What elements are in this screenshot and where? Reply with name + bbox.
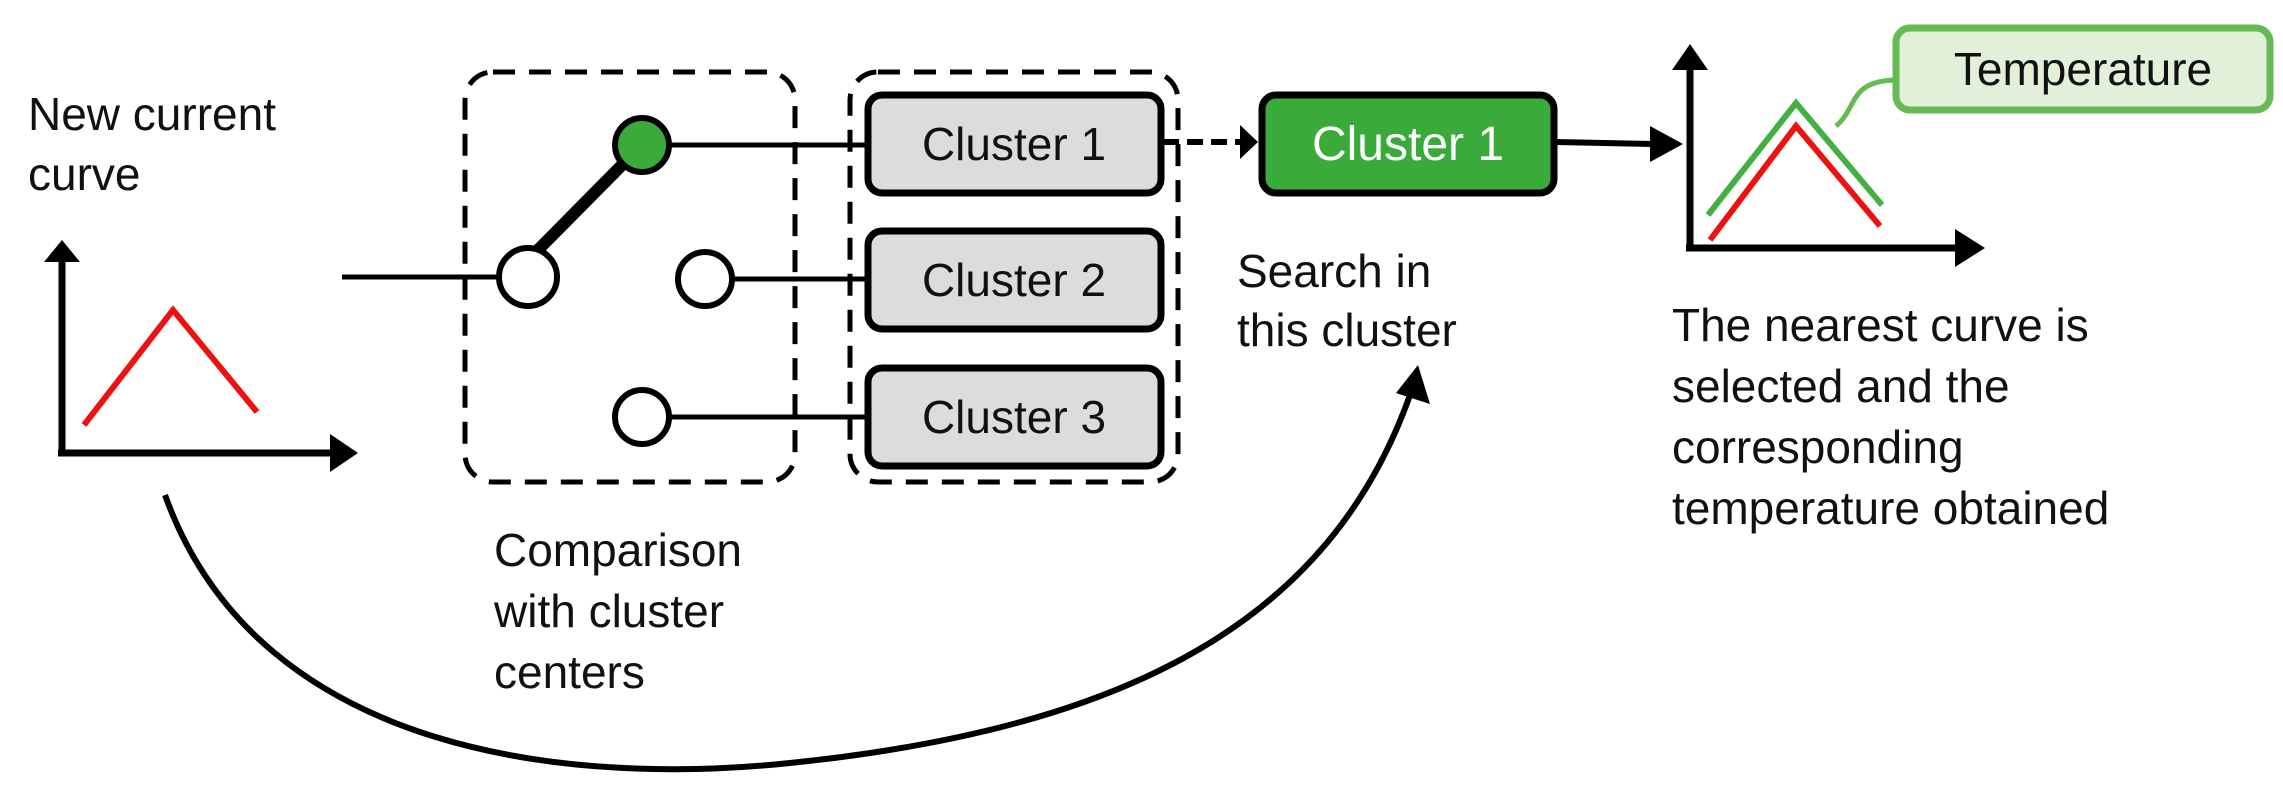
search-line2: this cluster	[1237, 304, 1457, 356]
cluster-1-box: Cluster 1	[864, 91, 1165, 197]
output-curve-plot	[1672, 44, 1985, 267]
cluster-2-label: Cluster 2	[922, 254, 1106, 306]
output-y-axis-arrow	[1672, 44, 1708, 70]
cluster-3-label: Cluster 3	[922, 391, 1106, 443]
output-x-axis-arrow	[1955, 229, 1985, 267]
bypass-arc-arrow	[1396, 365, 1430, 404]
selected-cluster-label: Cluster 1	[1312, 118, 1504, 171]
input-title-line1: New current	[28, 88, 276, 140]
bypass-arc	[162, 393, 1413, 773]
search-line1: Search in	[1237, 245, 1431, 297]
output-text-line3: corresponding	[1672, 421, 1964, 473]
output-text-line2: selected and the	[1672, 360, 2010, 412]
output-arrow-shaft	[1555, 139, 1656, 147]
switch-pivot	[496, 245, 560, 309]
temperature-leader-line	[1834, 77, 1899, 128]
output-arrow-head	[1650, 126, 1683, 162]
temperature-label-box	[1892, 24, 2274, 114]
selected-cluster-box: Cluster 1	[1258, 91, 1558, 197]
matched-curve	[1705, 98, 1885, 217]
output-input-curve	[1707, 121, 1883, 242]
input-x-axis-arrow	[330, 434, 358, 472]
cluster-3-box: Cluster 3	[864, 364, 1165, 470]
contact-2	[675, 249, 735, 309]
selected-contact	[612, 115, 672, 175]
contact-3	[612, 387, 672, 447]
temperature-label: Temperature	[1954, 43, 2212, 95]
selected-arrow-head	[1240, 125, 1258, 159]
output-text-line4: temperature obtained	[1672, 482, 2109, 534]
input-title-line2: curve	[28, 148, 140, 200]
comparison-line1: Comparison	[494, 524, 742, 576]
cluster-2-box: Cluster 2	[864, 227, 1165, 333]
cluster-group-box	[847, 69, 1181, 485]
comparison-line2: with cluster	[493, 585, 724, 637]
cluster-1-label: Cluster 1	[922, 118, 1106, 170]
input-curve	[81, 305, 260, 427]
input-y-axis-arrow	[44, 240, 80, 262]
output-text-line1: The nearest curve is	[1672, 299, 2089, 351]
switch-lever	[525, 155, 632, 263]
comparison-line3: centers	[494, 646, 645, 698]
input-curve-plot	[44, 240, 358, 472]
